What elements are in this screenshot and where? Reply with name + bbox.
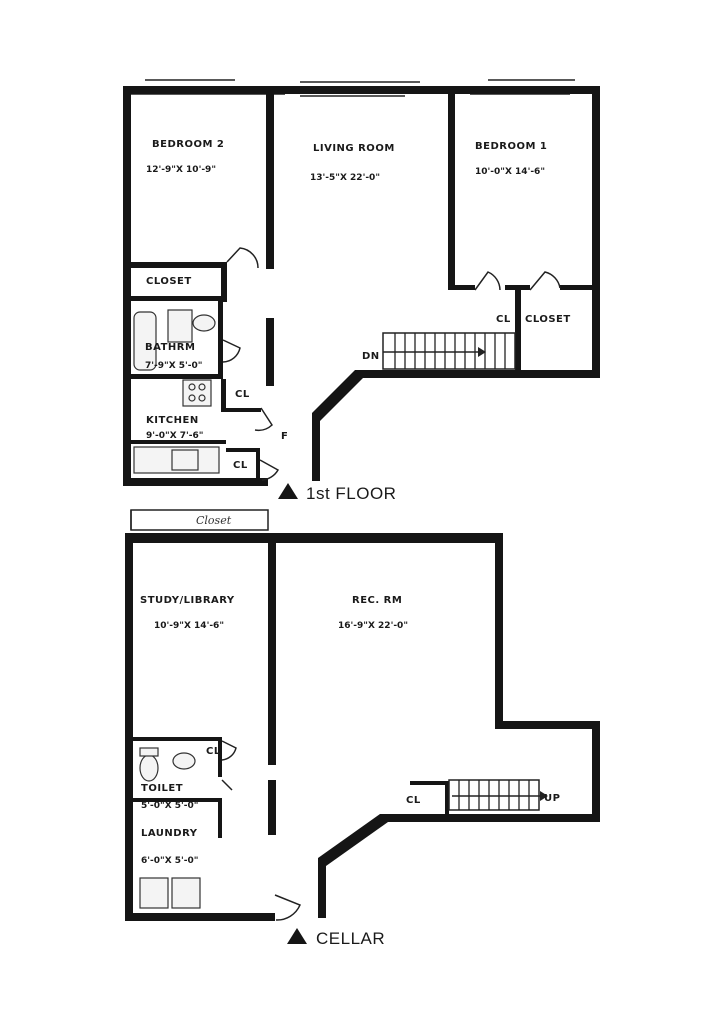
- kitchen-fixtures: [133, 379, 220, 474]
- cellar-triangle-icon: [287, 928, 307, 944]
- room-name-kitchen-closet: CL: [235, 389, 250, 400]
- room-name-bedroom-1-cl: CL: [496, 314, 511, 325]
- room-name-foyer: F: [281, 431, 288, 442]
- room-name-entry-closet: CL: [233, 460, 248, 471]
- room-name-closet-bedroom-2: CLOSET: [146, 276, 192, 287]
- first-floor-walls: [123, 86, 600, 486]
- bathroom-fixtures: [133, 309, 216, 371]
- toilet-fixtures: [139, 747, 196, 782]
- room-name-bedroom-1: BEDROOM 1: [475, 141, 547, 152]
- floor-caption-first: 1st FLOOR: [306, 484, 396, 503]
- room-dims-bathroom: 7'-9"X 5'-0": [145, 361, 202, 371]
- stair-label-up: UP: [544, 793, 560, 804]
- cellar-closet-note: Closet: [196, 514, 232, 527]
- room-dims-rec-room: 16'-9"X 22'-0": [338, 621, 408, 631]
- room-dims-toilet: 5'-0"X 5'-0": [141, 801, 198, 811]
- room-name-study-library: STUDY/LIBRARY: [140, 595, 235, 606]
- cellar-plan: Closet: [125, 509, 600, 948]
- stair-label-down: DN: [362, 351, 380, 362]
- room-dims-study-library: 10'-9"X 14'-6": [154, 621, 224, 631]
- cellar-walls: [125, 533, 600, 921]
- room-dims-laundry: 6'-0"X 5'-0": [141, 856, 198, 866]
- laundry-fixtures: [139, 877, 201, 909]
- room-name-stair-closet: CL: [406, 795, 421, 806]
- room-dims-bedroom-2: 12'-9"X 10'-9": [146, 165, 216, 175]
- room-name-bathroom: BATHRM: [145, 342, 195, 353]
- room-name-kitchen: KITCHEN: [146, 415, 199, 426]
- room-name-toilet: TOILET: [141, 783, 183, 794]
- room-name-rec-room: REC. RM: [352, 595, 402, 606]
- room-name-bedroom-1-closet: CLOSET: [525, 314, 571, 325]
- room-name-toilet-closet: CL: [206, 746, 221, 757]
- stair-up: [448, 779, 548, 811]
- room-name-laundry: LAUNDRY: [141, 828, 198, 839]
- first-floor-doors: [222, 247, 561, 481]
- room-dims-kitchen: 9'-0"X 7'-6": [146, 431, 203, 441]
- first-floor-plan: BEDROOM 2 12'-9"X 10'-9" LIVING ROOM 13'…: [123, 79, 600, 503]
- room-name-bedroom-2: BEDROOM 2: [152, 139, 224, 150]
- stair-down: [382, 332, 516, 370]
- floor-caption-cellar: CELLAR: [316, 929, 385, 948]
- room-dims-bedroom-1: 10'-0"X 14'-6": [475, 167, 545, 177]
- room-dims-living-room: 13'-5"X 22'-0": [310, 173, 380, 183]
- cellar-doors: [221, 740, 301, 921]
- room-name-living-room: LIVING ROOM: [313, 143, 395, 154]
- cellar-top-closet: [130, 509, 269, 531]
- north-triangle-icon: [278, 483, 298, 499]
